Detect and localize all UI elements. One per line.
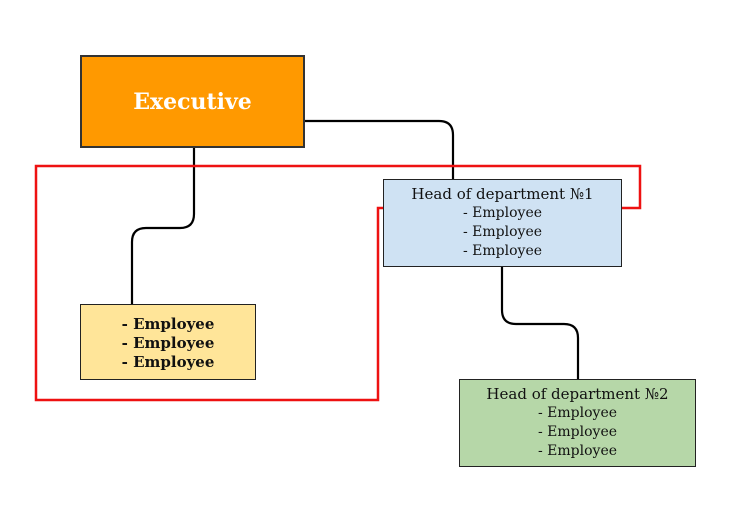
connector-head1-to-head2 bbox=[500, 267, 580, 379]
connector-executive-to-head1 bbox=[305, 119, 455, 179]
head1-employee-1: - Employee bbox=[462, 205, 543, 221]
team-employee-3: - Employee bbox=[121, 353, 215, 371]
head2-employee-1: - Employee bbox=[537, 405, 618, 421]
head2-employee-2: - Employee bbox=[537, 424, 618, 440]
head2-employee-3: - Employee bbox=[537, 443, 618, 459]
head-of-department-2-node[interactable]: Head of department №2 - Employee - Emplo… bbox=[459, 379, 696, 467]
executive-node[interactable]: Executive bbox=[80, 55, 305, 148]
highlight-outline bbox=[34, 164, 642, 402]
team-employee-1: - Employee bbox=[121, 315, 215, 333]
executive-title: Executive bbox=[133, 88, 252, 115]
head2-title: Head of department №2 bbox=[486, 385, 669, 403]
head-of-department-1-node[interactable]: Head of department №1 - Employee - Emplo… bbox=[383, 179, 622, 267]
head1-title: Head of department №1 bbox=[411, 185, 594, 203]
connector-executive-to-team bbox=[130, 148, 196, 304]
employee-team-node[interactable]: - Employee - Employee - Employee bbox=[80, 304, 256, 380]
head1-employee-3: - Employee bbox=[462, 243, 543, 259]
team-employee-2: - Employee bbox=[121, 334, 215, 352]
head1-employee-2: - Employee bbox=[462, 224, 543, 240]
